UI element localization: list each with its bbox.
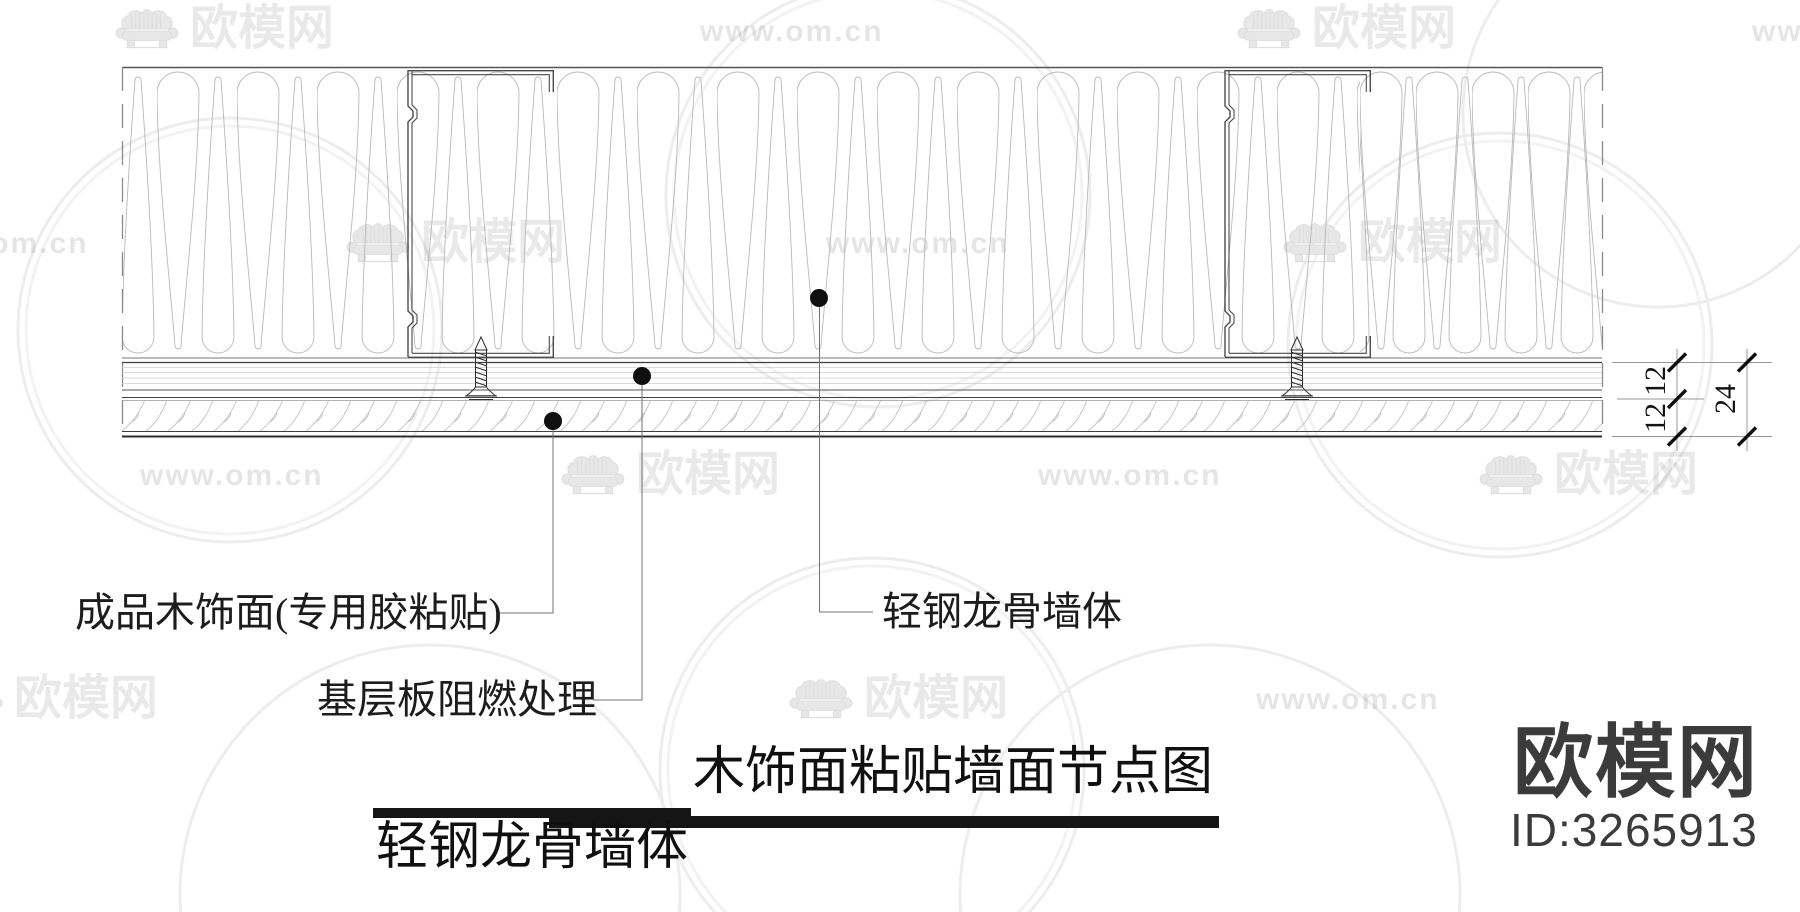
title-overline-bar [373, 808, 691, 818]
watermark-brand: 欧模网 [788, 674, 1008, 724]
drawing-title: 木饰面粘贴墙面节点图 [693, 744, 1214, 801]
callout-veneer-label: 成品木饰面(专用胶粘贴) [75, 590, 502, 635]
leader-lines [497, 298, 873, 701]
site-logo-text: 欧模网 [1513, 718, 1759, 807]
watermark-brand: 欧模网 [1236, 4, 1456, 54]
title-underline-bar [549, 816, 1219, 828]
watermark-brand-text: 欧模网 [190, 2, 335, 55]
watermark-brand: 欧模网 [1478, 450, 1698, 500]
veneer-grain-hatch [122, 401, 1602, 431]
watermark-url: www.om.cn [140, 459, 324, 492]
callout-baseboard-label: 基层板阻燃处理 [317, 677, 597, 722]
watermark-brand: 欧模网 [114, 4, 334, 54]
watermark-brand: 欧模网 [560, 450, 780, 500]
watermark-url: www.om.cn [1038, 459, 1222, 492]
watermark-brand: 欧模网 [0, 674, 158, 724]
watermark-url: www.om.cn [0, 227, 89, 260]
baseboard-lamination [122, 367, 1602, 384]
callout-dots [544, 289, 828, 430]
watermark-url: www.om.cn [1752, 15, 1800, 48]
dim-total-thickness: 24 [1709, 384, 1742, 414]
dimension-ticks [1666, 352, 1758, 447]
model-id-text: ID:3265913 [1510, 804, 1758, 856]
insulation-batt-hatch [123, 69, 1602, 358]
finish-layers [122, 357, 1602, 438]
watermark-url: www.om.cn [1256, 683, 1440, 716]
watermark-url: www.om.cn [700, 15, 884, 48]
dim-veneer-thickness: 12 [1639, 403, 1672, 433]
wall-outline [121, 66, 1604, 437]
drawing-subtitle: 轻钢龙骨墙体 [376, 819, 689, 876]
callout-wall-label: 轻钢龙骨墙体 [882, 589, 1122, 634]
